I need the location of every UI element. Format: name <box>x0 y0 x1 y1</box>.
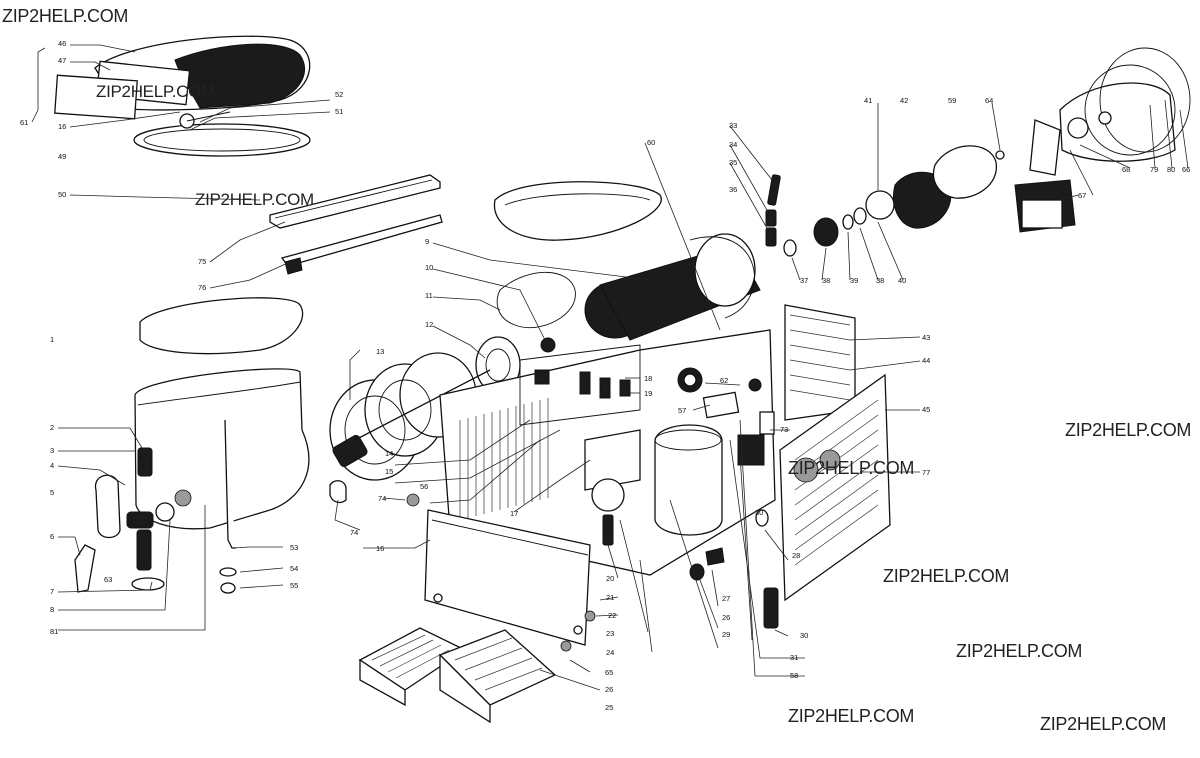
callout-label: 55 <box>290 581 298 590</box>
callout-label: 77 <box>922 468 930 477</box>
callout-label: 15 <box>385 467 393 476</box>
callout-label: 68 <box>1122 165 1130 174</box>
callout-numbers: 46 47 61 16 49 50 52 51 75 76 1 2 3 4 5 … <box>20 39 1190 712</box>
callout-label: 4 <box>50 461 54 470</box>
callout-label: 36 <box>729 185 737 194</box>
callout-label: 20 <box>606 574 614 583</box>
callout-label: 66 <box>1182 165 1190 174</box>
callout-label: 21 <box>606 593 614 602</box>
callout-label: 75 <box>198 257 206 266</box>
callout-label: 38 <box>822 276 830 285</box>
callout-label: 24 <box>606 648 614 657</box>
callout-label: 74 <box>350 528 358 537</box>
callout-label: 65 <box>605 668 613 677</box>
callout-label: 26 <box>605 685 613 694</box>
watermark-text: ZIP2HELP.COM <box>2 6 129 26</box>
callout-label: 54 <box>290 564 298 573</box>
callout-label: 81 <box>50 627 58 636</box>
callout-label: 26 <box>722 613 730 622</box>
callout-label: 43 <box>922 333 930 342</box>
callout-label: 9 <box>425 237 429 246</box>
callout-label: 64 <box>985 96 993 105</box>
callout-label: 58 <box>790 671 798 680</box>
small-parts <box>329 480 769 652</box>
rear-panels <box>763 304 891 629</box>
callout-label: 34 <box>729 140 737 149</box>
watermark-text: ZIP2HELP.COM <box>1040 714 1167 734</box>
front-panel <box>424 509 591 646</box>
drip-channel-assembly <box>269 174 443 275</box>
callout-label: 42 <box>900 96 908 105</box>
callout-label: 1 <box>50 335 54 344</box>
callout-label: 28 <box>792 551 800 560</box>
bowl-assembly <box>74 297 310 594</box>
callout-label: 37 <box>800 276 808 285</box>
callout-label: 6 <box>50 532 54 541</box>
callout-label: 79 <box>1150 165 1158 174</box>
callout-label: 63 <box>104 575 112 584</box>
leader-lines <box>31 44 1189 691</box>
callout-label: 61 <box>20 118 28 127</box>
watermark-text: ZIP2HELP.COM <box>883 566 1010 586</box>
callout-label: 35 <box>729 158 737 167</box>
callout-label: 73 <box>780 425 788 434</box>
callout-label: 5 <box>50 488 54 497</box>
callout-label: 51 <box>335 107 343 116</box>
callout-label: 25 <box>605 703 613 712</box>
watermark-text: ZIP2HELP.COM <box>956 641 1083 661</box>
callout-label: 29 <box>722 630 730 639</box>
callout-label: 53 <box>290 543 298 552</box>
callout-label: 7 <box>50 587 54 596</box>
callout-label: 2 <box>50 423 54 432</box>
callout-label: 23 <box>606 629 614 638</box>
callout-label: 76 <box>198 283 206 292</box>
callout-label: 52 <box>335 90 343 99</box>
callout-label: 17 <box>510 509 518 518</box>
callout-label: 13 <box>376 347 384 356</box>
callout-label: 80 <box>1167 165 1175 174</box>
callout-label: 40 <box>898 276 906 285</box>
callout-label: 44 <box>922 356 930 365</box>
callout-label: 14 <box>385 449 393 458</box>
watermark-text: ZIP2HELP.COM <box>96 82 215 101</box>
callout-label: 18 <box>644 374 652 383</box>
callout-label: 22 <box>608 611 616 620</box>
callout-label: 16 <box>376 544 384 553</box>
callout-label: 16 <box>58 122 66 131</box>
callout-label: 10 <box>425 263 433 272</box>
callout-label: 49 <box>58 152 66 161</box>
callout-label: 57 <box>678 406 686 415</box>
callout-label: 46 <box>58 39 66 48</box>
callout-label: 33 <box>729 121 737 130</box>
callout-label: 12 <box>425 320 433 329</box>
watermark-text: ZIP2HELP.COM <box>788 706 915 726</box>
watermark-text: ZIP2HELP.COM <box>1065 420 1192 440</box>
callout-label: 41 <box>864 96 872 105</box>
callout-label: 27 <box>722 594 730 603</box>
callout-label: 56 <box>420 482 428 491</box>
watermark-text: ZIP2HELP.COM <box>788 458 915 478</box>
callout-label: 30 <box>755 508 763 517</box>
callout-label: 31 <box>790 653 798 662</box>
callout-label: 30 <box>800 631 808 640</box>
callout-label: 74 <box>378 494 386 503</box>
callout-label: 47 <box>58 56 66 65</box>
callout-label: 3 <box>50 446 54 455</box>
callout-label: 59 <box>948 96 956 105</box>
callout-label: 39 <box>850 276 858 285</box>
watermark-text: ZIP2HELP.COM <box>195 190 314 209</box>
callout-label: 62 <box>720 376 728 385</box>
callout-label: 8 <box>50 605 54 614</box>
callout-label: 38 <box>876 276 884 285</box>
lid-cover-assembly <box>54 35 311 157</box>
callout-label: 67 <box>1078 191 1086 200</box>
callout-label: 60 <box>647 138 655 147</box>
callout-label: 45 <box>922 405 930 414</box>
callout-label: 19 <box>644 389 652 398</box>
callout-label: 11 <box>425 291 433 300</box>
drip-tray <box>358 627 557 724</box>
callout-label: 50 <box>58 190 66 199</box>
gear-motor-assembly <box>765 47 1191 257</box>
